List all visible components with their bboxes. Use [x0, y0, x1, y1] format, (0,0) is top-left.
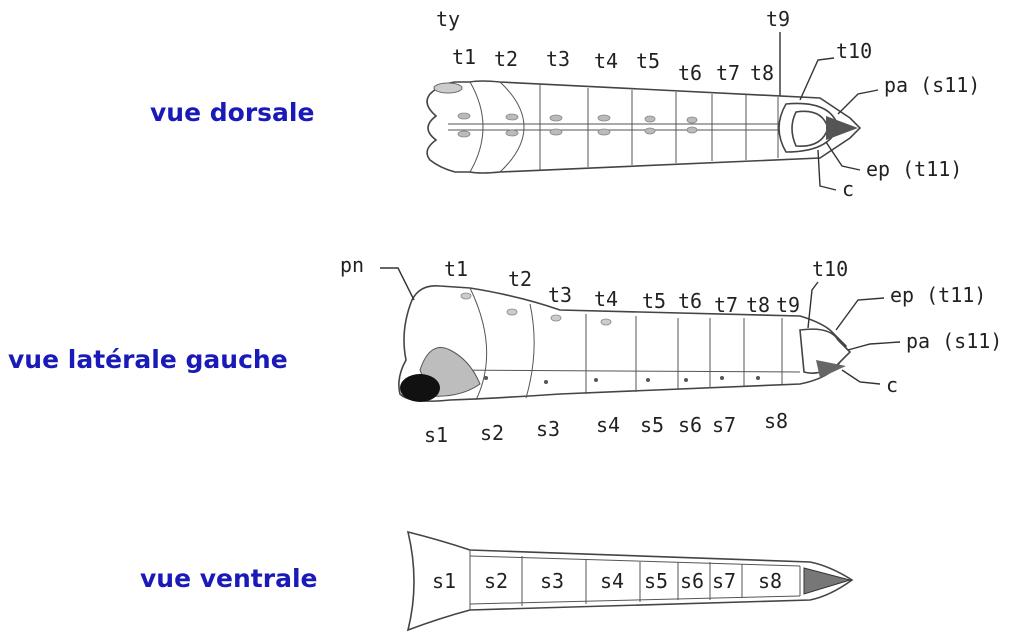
lateral-leader-c: [842, 370, 880, 384]
lateral-label-pa: pa (s11): [906, 329, 1002, 353]
lateral-label-ep: ep (t11): [890, 283, 986, 307]
dorsal-label-ty: ty: [436, 7, 460, 31]
lateral-leader-pn: [380, 268, 414, 300]
ventral-label-s3: s3: [540, 569, 564, 593]
lateral-label-t8: t8: [746, 293, 770, 317]
dorsal-view: ty t1 t2 t3 t4 t5 t6 t7 t8 t9 t10 pa (s1…: [427, 7, 980, 201]
dorsal-label-t2: t2: [494, 47, 518, 71]
dorsal-label-t1: t1: [452, 45, 476, 69]
ventral-label-s5: s5: [644, 569, 668, 593]
dorsal-label-t10: t10: [836, 39, 872, 63]
lateral-leader-pa: [848, 342, 900, 350]
lateral-label-s8: s8: [764, 409, 788, 433]
lateral-view: pn t1 t2 t3 t4 t5 t6 t7 t8 t9 t10 ep (t1…: [340, 253, 1002, 447]
lateral-label-s4: s4: [596, 413, 620, 437]
dorsal-leader-pa: [838, 90, 878, 114]
ventral-view: s1 s2 s3 s4 s5 s6 s7 s8: [408, 532, 852, 630]
lateral-label-s1: s1: [424, 423, 448, 447]
dorsal-label-t6: t6: [678, 61, 702, 85]
lateral-label-s6: s6: [678, 413, 702, 437]
ventral-label-s6: s6: [680, 569, 704, 593]
lateral-label-t1: t1: [444, 257, 468, 281]
lateral-label-t3: t3: [548, 283, 572, 307]
dorsal-label-t9: t9: [766, 7, 790, 31]
lateral-black-spot: [400, 374, 440, 402]
dorsal-label-pa: pa (s11): [884, 73, 980, 97]
ventral-label-s1: s1: [432, 569, 456, 593]
lateral-label-t4: t4: [594, 287, 618, 311]
lateral-label-t10: t10: [812, 257, 848, 281]
ventral-label-s7: s7: [712, 569, 736, 593]
dorsal-label-t8: t8: [750, 61, 774, 85]
lateral-label-c: c: [886, 373, 898, 397]
ventral-label-s4: s4: [600, 569, 624, 593]
dorsal-tympanum: [434, 83, 462, 93]
ventral-label-s8: s8: [758, 569, 782, 593]
dorsal-label-ep: ep (t11): [866, 157, 962, 181]
lateral-label-t7: t7: [714, 293, 738, 317]
dorsal-label-c: c: [842, 177, 854, 201]
lateral-label-s3: s3: [536, 417, 560, 441]
dorsal-label-t5: t5: [636, 49, 660, 73]
lateral-leader-ep: [836, 298, 884, 330]
dorsal-leader-t10: [800, 58, 834, 100]
ventral-body-outline: [408, 532, 852, 630]
ventral-label-s2: s2: [484, 569, 508, 593]
lateral-label-t6: t6: [678, 289, 702, 313]
dorsal-label-t7: t7: [716, 61, 740, 85]
lateral-label-s5: s5: [640, 413, 664, 437]
lateral-label-t5: t5: [642, 289, 666, 313]
lateral-label-s2: s2: [480, 421, 504, 445]
lateral-label-s7: s7: [712, 413, 736, 437]
dorsal-label-t3: t3: [546, 47, 570, 71]
dorsal-label-t4: t4: [594, 49, 618, 73]
lateral-label-t2: t2: [508, 267, 532, 291]
lateral-label-t9: t9: [776, 293, 800, 317]
lateral-label-pn: pn: [340, 253, 364, 277]
